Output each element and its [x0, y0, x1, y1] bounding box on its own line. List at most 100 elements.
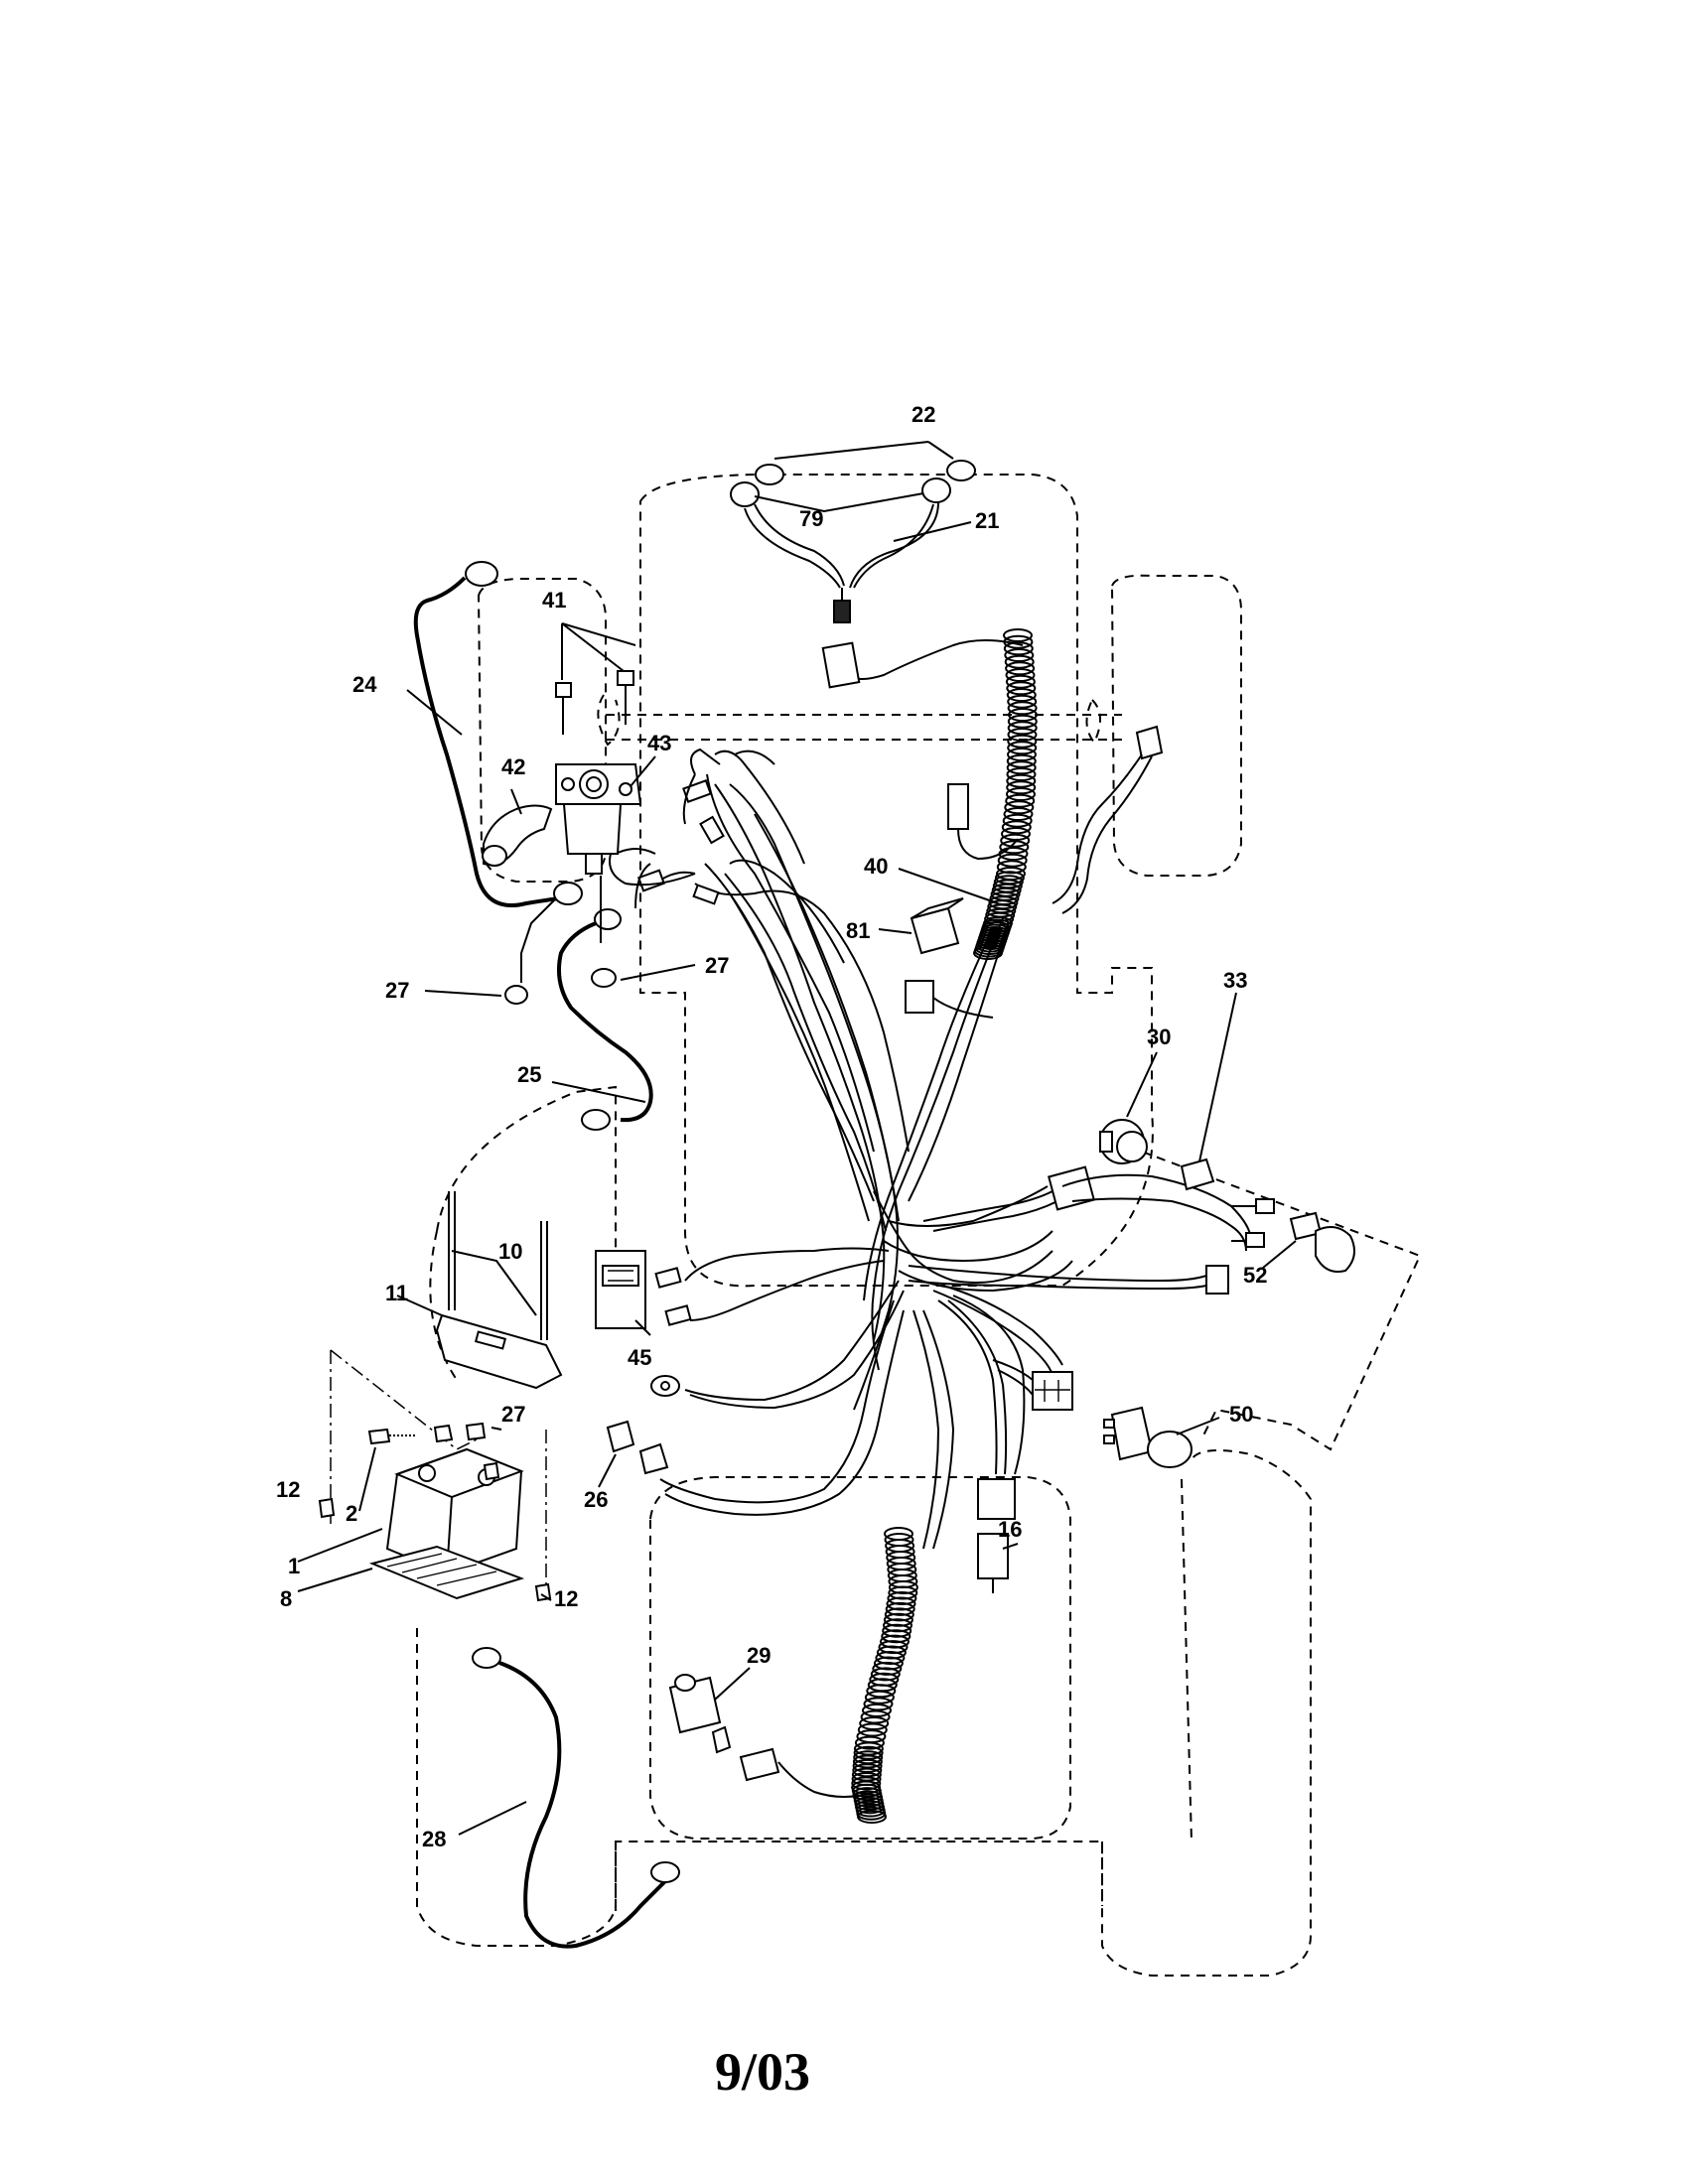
connector-16: [977, 1478, 1019, 1593]
ring-terminal-25-bottom: [581, 1109, 611, 1131]
coil-loop: [1007, 714, 1038, 729]
coil-loop: [1007, 734, 1038, 749]
callout-2: 2: [346, 1501, 357, 1526]
pto-switch-50: [1103, 1406, 1220, 1468]
callout-10: 10: [498, 1239, 522, 1264]
coil-loop: [1003, 628, 1033, 642]
callout-21: 21: [975, 508, 999, 533]
callout-8: 8: [280, 1586, 292, 1611]
coil-loop: [1005, 793, 1036, 808]
coil-loop: [851, 1776, 882, 1791]
headlight-connector: [833, 600, 851, 623]
coil-loop: [862, 1703, 892, 1717]
cable-25: [551, 908, 653, 1131]
ring-terminal-24-bottom: [553, 882, 583, 905]
ignition-switch-30: [1099, 1051, 1158, 1164]
callout-40: 40: [864, 854, 888, 879]
headlight-assembly: [730, 460, 976, 623]
coil-loop: [1000, 833, 1031, 848]
relay-81: [878, 897, 964, 955]
ring-terminal-28-top: [472, 1647, 501, 1669]
coil-loop: [1006, 767, 1037, 781]
headlight-bulb-left: [755, 464, 784, 485]
coil-loop: [857, 1810, 887, 1824]
coil-loop: [866, 1684, 897, 1699]
cable-28: [458, 1647, 680, 1949]
headlight-bulb-right: [946, 460, 976, 481]
coil-loop: [852, 1763, 883, 1778]
coil-loop: [854, 1796, 885, 1811]
ignition-plug: [1048, 1165, 1095, 1211]
connector-six-pin: [992, 1359, 1073, 1411]
callout-29: 29: [747, 1643, 771, 1668]
coil-loop: [999, 840, 1030, 855]
page-code: 9/03: [715, 2042, 810, 2102]
battery-clip-right: [534, 1582, 552, 1602]
coil-loop: [860, 1709, 891, 1724]
coil-loop: [1006, 780, 1037, 795]
callout-25: 25: [517, 1062, 541, 1087]
terminal-45b: [664, 1304, 692, 1326]
ring-terminal-mid: [650, 1375, 680, 1397]
nut-left: [504, 985, 528, 1005]
coil-loop: [1007, 721, 1038, 736]
hold-down-bracket: [435, 1313, 563, 1390]
coil-loop: [997, 853, 1028, 868]
coil-loop: [1006, 787, 1036, 801]
coil-loop: [1008, 708, 1038, 722]
callout-52: 52: [1243, 1263, 1267, 1288]
coil-loop: [1004, 654, 1035, 669]
chassis-outline: [416, 474, 1422, 1977]
coil-loop: [1005, 674, 1036, 689]
component-52: [1262, 1211, 1355, 1273]
callout-16: 16: [998, 1517, 1022, 1542]
coil-loop: [1001, 820, 1032, 835]
plug-connector-top: [821, 641, 861, 689]
connector-26: [598, 1420, 669, 1488]
callout-50: 50: [1229, 1402, 1253, 1427]
coil-loop: [1006, 688, 1037, 702]
coil-loop: [885, 1601, 915, 1616]
solenoid-nuts: [424, 863, 696, 1005]
callout-11: 11: [385, 1281, 408, 1305]
terminal-b: [699, 815, 725, 845]
coil-loop: [1006, 753, 1037, 768]
solenoid-body: [562, 803, 623, 855]
bolt-left: [555, 682, 572, 698]
callout-12-right: 12: [554, 1586, 578, 1611]
coil-loop: [852, 1758, 883, 1773]
right-side-wires: [1052, 725, 1164, 914]
coiled-sleeve-upper: [973, 628, 1038, 960]
coil-loop: [1005, 668, 1036, 682]
callout-24: 24: [352, 672, 377, 697]
coil-loop: [857, 1722, 888, 1737]
coil-loop: [1004, 800, 1035, 815]
main-harness: [609, 639, 1275, 1550]
connector-upper-right: [947, 783, 1019, 861]
callout-27-left: 27: [385, 978, 409, 1003]
terminal-right-2: [1245, 1232, 1265, 1248]
coil-loop: [854, 1735, 885, 1750]
callout-42: 42: [501, 754, 525, 779]
callout-28: 28: [422, 1827, 446, 1851]
coil-loop: [883, 1618, 912, 1633]
callout-43: 43: [647, 731, 671, 755]
callout-45: 45: [628, 1345, 651, 1370]
coil-loop: [1007, 741, 1038, 755]
coiled-sleeve-lower: [851, 1527, 918, 1824]
callout-22: 22: [912, 402, 935, 427]
battery-assembly: [297, 1191, 563, 1602]
coil-loop: [1007, 701, 1038, 716]
terminal-45a: [654, 1267, 682, 1289]
coil-loop: [1007, 694, 1038, 709]
battery-clip-left: [318, 1497, 336, 1519]
coil-loop: [985, 907, 1016, 922]
coil-loop: [883, 1612, 913, 1627]
headlight-socket-left: [730, 481, 760, 507]
coil-loop: [1007, 728, 1038, 742]
coil-loop: [851, 1783, 882, 1798]
coil-loop: [1003, 641, 1034, 656]
coil-loop: [864, 1690, 895, 1705]
nut-right: [591, 968, 617, 988]
